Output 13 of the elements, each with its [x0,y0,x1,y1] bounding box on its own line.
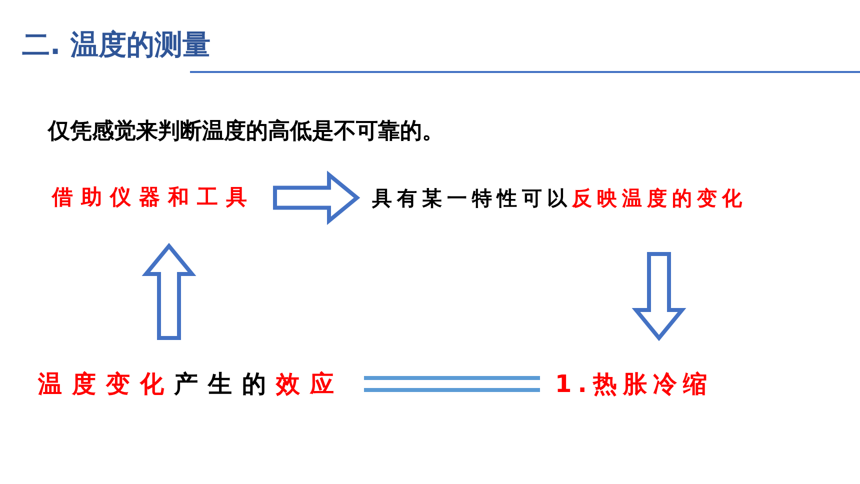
concept-text: 借助仪器和工具 [52,184,255,211]
hollow-block-arrow [632,252,686,342]
title: 二. 温度的测量 [22,27,210,63]
concept-text: 反映温度的变化 [572,185,747,212]
statement-text: 仅凭感觉来判断温度的高低是不可靠的。 [48,118,444,146]
concept-text: 效应 [276,369,344,400]
concept-text: 温度变化 [38,369,174,400]
concept-text: 1.热胀冷缩 [555,369,713,400]
concept-text: 具有某一特性可以 [372,185,572,212]
hollow-block-arrow [142,242,196,340]
concept-text: 产生的 [174,369,276,400]
double-line-connector [364,376,540,392]
hollow-block-arrow [273,170,360,226]
